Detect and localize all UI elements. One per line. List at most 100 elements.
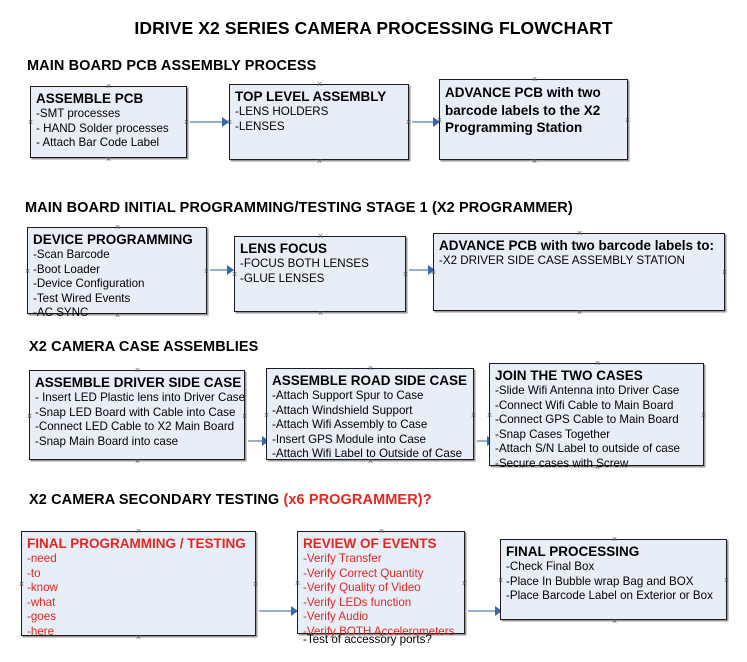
node-title: ASSEMBLE ROAD SIDE CASE [272, 373, 468, 388]
node-line: - HAND Solder processes [36, 121, 169, 135]
node-line: -Connect GPS Cable to Main Board [495, 413, 679, 427]
resize-handle-bottom[interactable] [576, 309, 583, 316]
resize-handle-right[interactable] [721, 269, 728, 276]
node-line: -Place Barcode Label on Exterior or Box [506, 589, 713, 603]
resize-handle-bottom[interactable] [594, 464, 601, 471]
node-line: -Boot Loader [33, 262, 101, 276]
resize-handle-left[interactable] [436, 117, 443, 124]
resize-handle-left[interactable] [294, 580, 301, 587]
node-line: -Verify Correct Quantity [303, 566, 424, 580]
connector-arrow-icon [291, 606, 298, 616]
resize-handle-bottom[interactable] [105, 156, 112, 163]
resize-handle-right[interactable] [723, 577, 730, 584]
section-heading-main-board-pcb-assembly-process: MAIN BOARD PCB ASSEMBLY PROCESS [27, 58, 316, 74]
resize-handle-left[interactable] [263, 412, 270, 419]
node-final-processing[interactable]: FINAL PROCESSING -Check Final Box -Place… [500, 539, 727, 620]
node-line: -Attach Wifi Label to Outside of Case [272, 447, 463, 461]
connector-line [468, 610, 499, 612]
connector-arrow-icon [495, 606, 502, 616]
resize-handle-top[interactable] [134, 367, 141, 374]
resize-handle-left[interactable] [24, 268, 31, 275]
section-heading-accent: (x6 PROGRAMMER)? [283, 492, 432, 508]
resize-handle-right[interactable] [183, 119, 190, 126]
resize-handle-right[interactable] [402, 271, 409, 278]
node-line: -LENS HOLDERS [235, 105, 329, 118]
resize-handle-top[interactable] [105, 83, 112, 90]
resize-handle-bottom[interactable] [611, 618, 618, 625]
resize-handle-right[interactable] [624, 117, 631, 124]
node-join-the-two-cases[interactable]: JOIN THE TWO CASES -Slide Wifi Antenna i… [486, 360, 707, 470]
node-line: - Attach Bar Code Label [36, 136, 160, 150]
resize-handle-bottom[interactable] [134, 458, 141, 465]
node-title: TOP LEVEL ASSEMBLY [235, 89, 387, 104]
resize-handle-top[interactable] [135, 528, 142, 535]
section-heading-main-board-initial-programming: MAIN BOARD INITIAL PROGRAMMING/TESTING S… [25, 200, 573, 216]
node-line: -Insert GPS Module into Case [272, 432, 427, 446]
node-overflow-line: -Test of accessory ports? [303, 633, 432, 646]
resize-handle-right[interactable] [461, 580, 468, 587]
resize-handle-bottom[interactable] [135, 634, 142, 641]
node-line: -goes [27, 610, 57, 624]
resize-handle-bottom[interactable] [114, 312, 121, 319]
node-title: ADVANCE PCB with two barcode labels to: [439, 238, 715, 253]
node-line: -need [27, 552, 57, 565]
node-title: ADVANCE PCB with two barcode labels to t… [445, 85, 601, 135]
resize-handle-bottom[interactable] [378, 632, 385, 639]
node-line: - Insert LED Plastic lens into Driver Ca… [35, 391, 246, 404]
resize-handle-left[interactable] [18, 581, 25, 588]
resize-handle-left[interactable] [26, 413, 33, 420]
node-title: LENS FOCUS [240, 241, 328, 256]
resize-handle-left[interactable] [430, 269, 437, 276]
resize-handle-right[interactable] [470, 412, 477, 419]
resize-handle-bottom[interactable] [317, 310, 324, 317]
resize-handle-right[interactable] [252, 581, 259, 588]
node-assemble-road-side-case[interactable]: ASSEMBLE ROAD SIDE CASE -Attach Support … [266, 368, 474, 460]
resize-handle-top[interactable] [316, 81, 323, 88]
node-line: -Attach Windshield Support [272, 403, 413, 417]
resize-handle-left[interactable] [497, 577, 504, 584]
node-top-level-assembly[interactable]: TOP LEVEL ASSEMBLY -LENS HOLDERS -LENSES [229, 84, 409, 160]
resize-handle-right[interactable] [203, 268, 210, 275]
node-title: ASSEMBLE PCB [36, 91, 144, 106]
node-review-of-events[interactable]: REVIEW OF EVENTS -Verify Transfer -Verif… [294, 528, 468, 646]
node-line: -SMT processes [36, 107, 121, 120]
resize-handle-top[interactable] [378, 528, 385, 535]
resize-handle-top[interactable] [114, 224, 121, 231]
resize-handle-top[interactable] [367, 365, 374, 372]
node-line: -GLUE LENSES [240, 271, 325, 285]
node-line: -Test Wired Events [33, 291, 131, 305]
node-title: REVIEW OF EVENTS [303, 536, 437, 551]
resize-handle-top[interactable] [594, 360, 601, 367]
resize-handle-top[interactable] [317, 233, 324, 240]
resize-handle-top[interactable] [576, 230, 583, 237]
section-heading-x2-camera-case-assemblies: X2 CAMERA CASE ASSEMBLIES [29, 339, 258, 355]
node-advance-pcb-driver-side-case[interactable]: ADVANCE PCB with two barcode labels to: … [433, 233, 725, 311]
resize-handle-left[interactable] [226, 119, 233, 126]
node-title: FINAL PROCESSING [506, 544, 640, 559]
section-heading-text: X2 CAMERA CASE ASSEMBLIES [29, 339, 259, 355]
node-assemble-driver-side-case[interactable]: ASSEMBLE DRIVER SIDE CASE - Insert LED P… [29, 370, 245, 460]
resize-handle-left[interactable] [486, 412, 493, 419]
node-assemble-pcb[interactable]: ASSEMBLE PCB -SMT processes - HAND Solde… [30, 86, 187, 158]
node-title: JOIN THE TWO CASES [495, 368, 643, 383]
resize-handle-right[interactable] [405, 119, 412, 126]
resize-handle-right[interactable] [241, 413, 248, 420]
resize-handle-right[interactable] [700, 412, 707, 419]
node-line: -Scan Barcode [33, 248, 110, 261]
node-lens-focus[interactable]: LENS FOCUS -FOCUS BOTH LENSES -GLUE LENS… [234, 236, 406, 312]
node-advance-pcb-programming-station[interactable]: ADVANCE PCB with two barcode labels to t… [439, 79, 628, 160]
connector-line [477, 440, 491, 442]
resize-handle-bottom[interactable] [316, 158, 323, 165]
resize-handle-bottom[interactable] [367, 458, 374, 465]
resize-handle-top[interactable] [611, 536, 618, 543]
resize-handle-left[interactable] [27, 119, 34, 126]
node-final-programming-testing[interactable]: FINAL PROGRAMMING / TESTING -need -to -k… [18, 528, 259, 638]
node-line: -here [27, 624, 55, 638]
resize-handle-bottom[interactable] [531, 158, 538, 165]
node-line: -Check Final Box [506, 560, 595, 573]
resize-handle-top[interactable] [531, 76, 538, 83]
connector-line [190, 121, 225, 123]
resize-handle-left[interactable] [231, 271, 238, 278]
node-device-programming[interactable]: DEVICE PROGRAMMING -Scan Barcode -Boot L… [24, 224, 210, 319]
